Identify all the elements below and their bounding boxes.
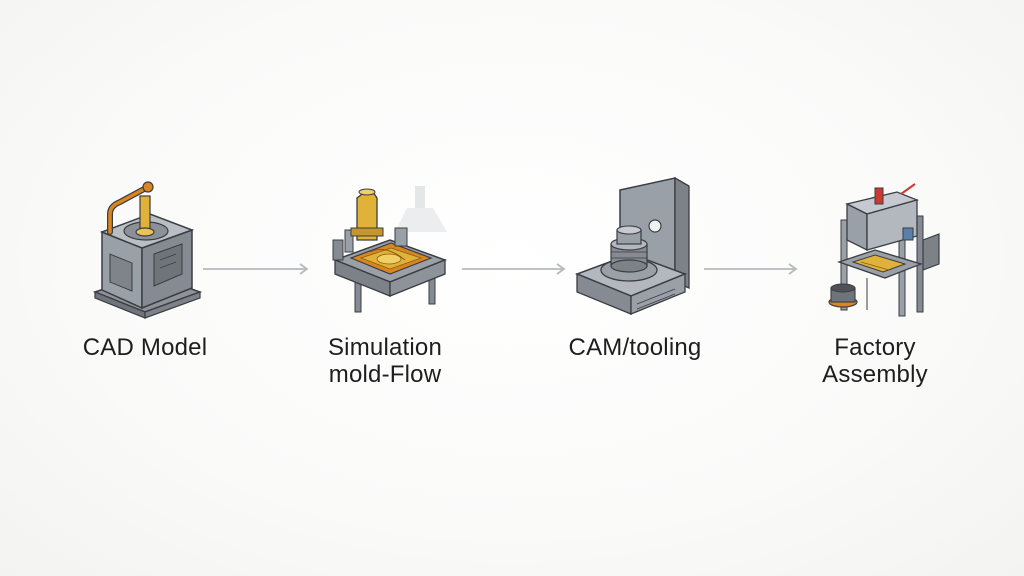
stage-factory-assembly: Factory Assembly	[775, 170, 975, 388]
stage-label-cam-tooling: CAM/tooling	[568, 334, 702, 361]
stage-cam-tooling: CAM/tooling	[535, 170, 735, 361]
stage-label-cad-model: CAD Model	[82, 334, 208, 361]
right-arrow-icon	[704, 263, 798, 275]
cad-model-block-icon	[92, 181, 203, 319]
cnc-machine-icon	[574, 176, 690, 315]
stage-cad-model: CAD Model	[45, 170, 245, 361]
stage-simulation-mold-flow: Simulation mold-Flow	[285, 170, 485, 388]
assembly-machine-icon	[828, 183, 940, 317]
stage-label-simulation-mold-flow: Simulation mold-Flow	[327, 334, 443, 388]
mold-flow-simulation-icon	[332, 186, 448, 313]
right-arrow-icon	[462, 263, 566, 275]
right-arrow-icon	[203, 263, 309, 275]
stage-label-factory-assembly: Factory Assembly	[822, 334, 928, 388]
